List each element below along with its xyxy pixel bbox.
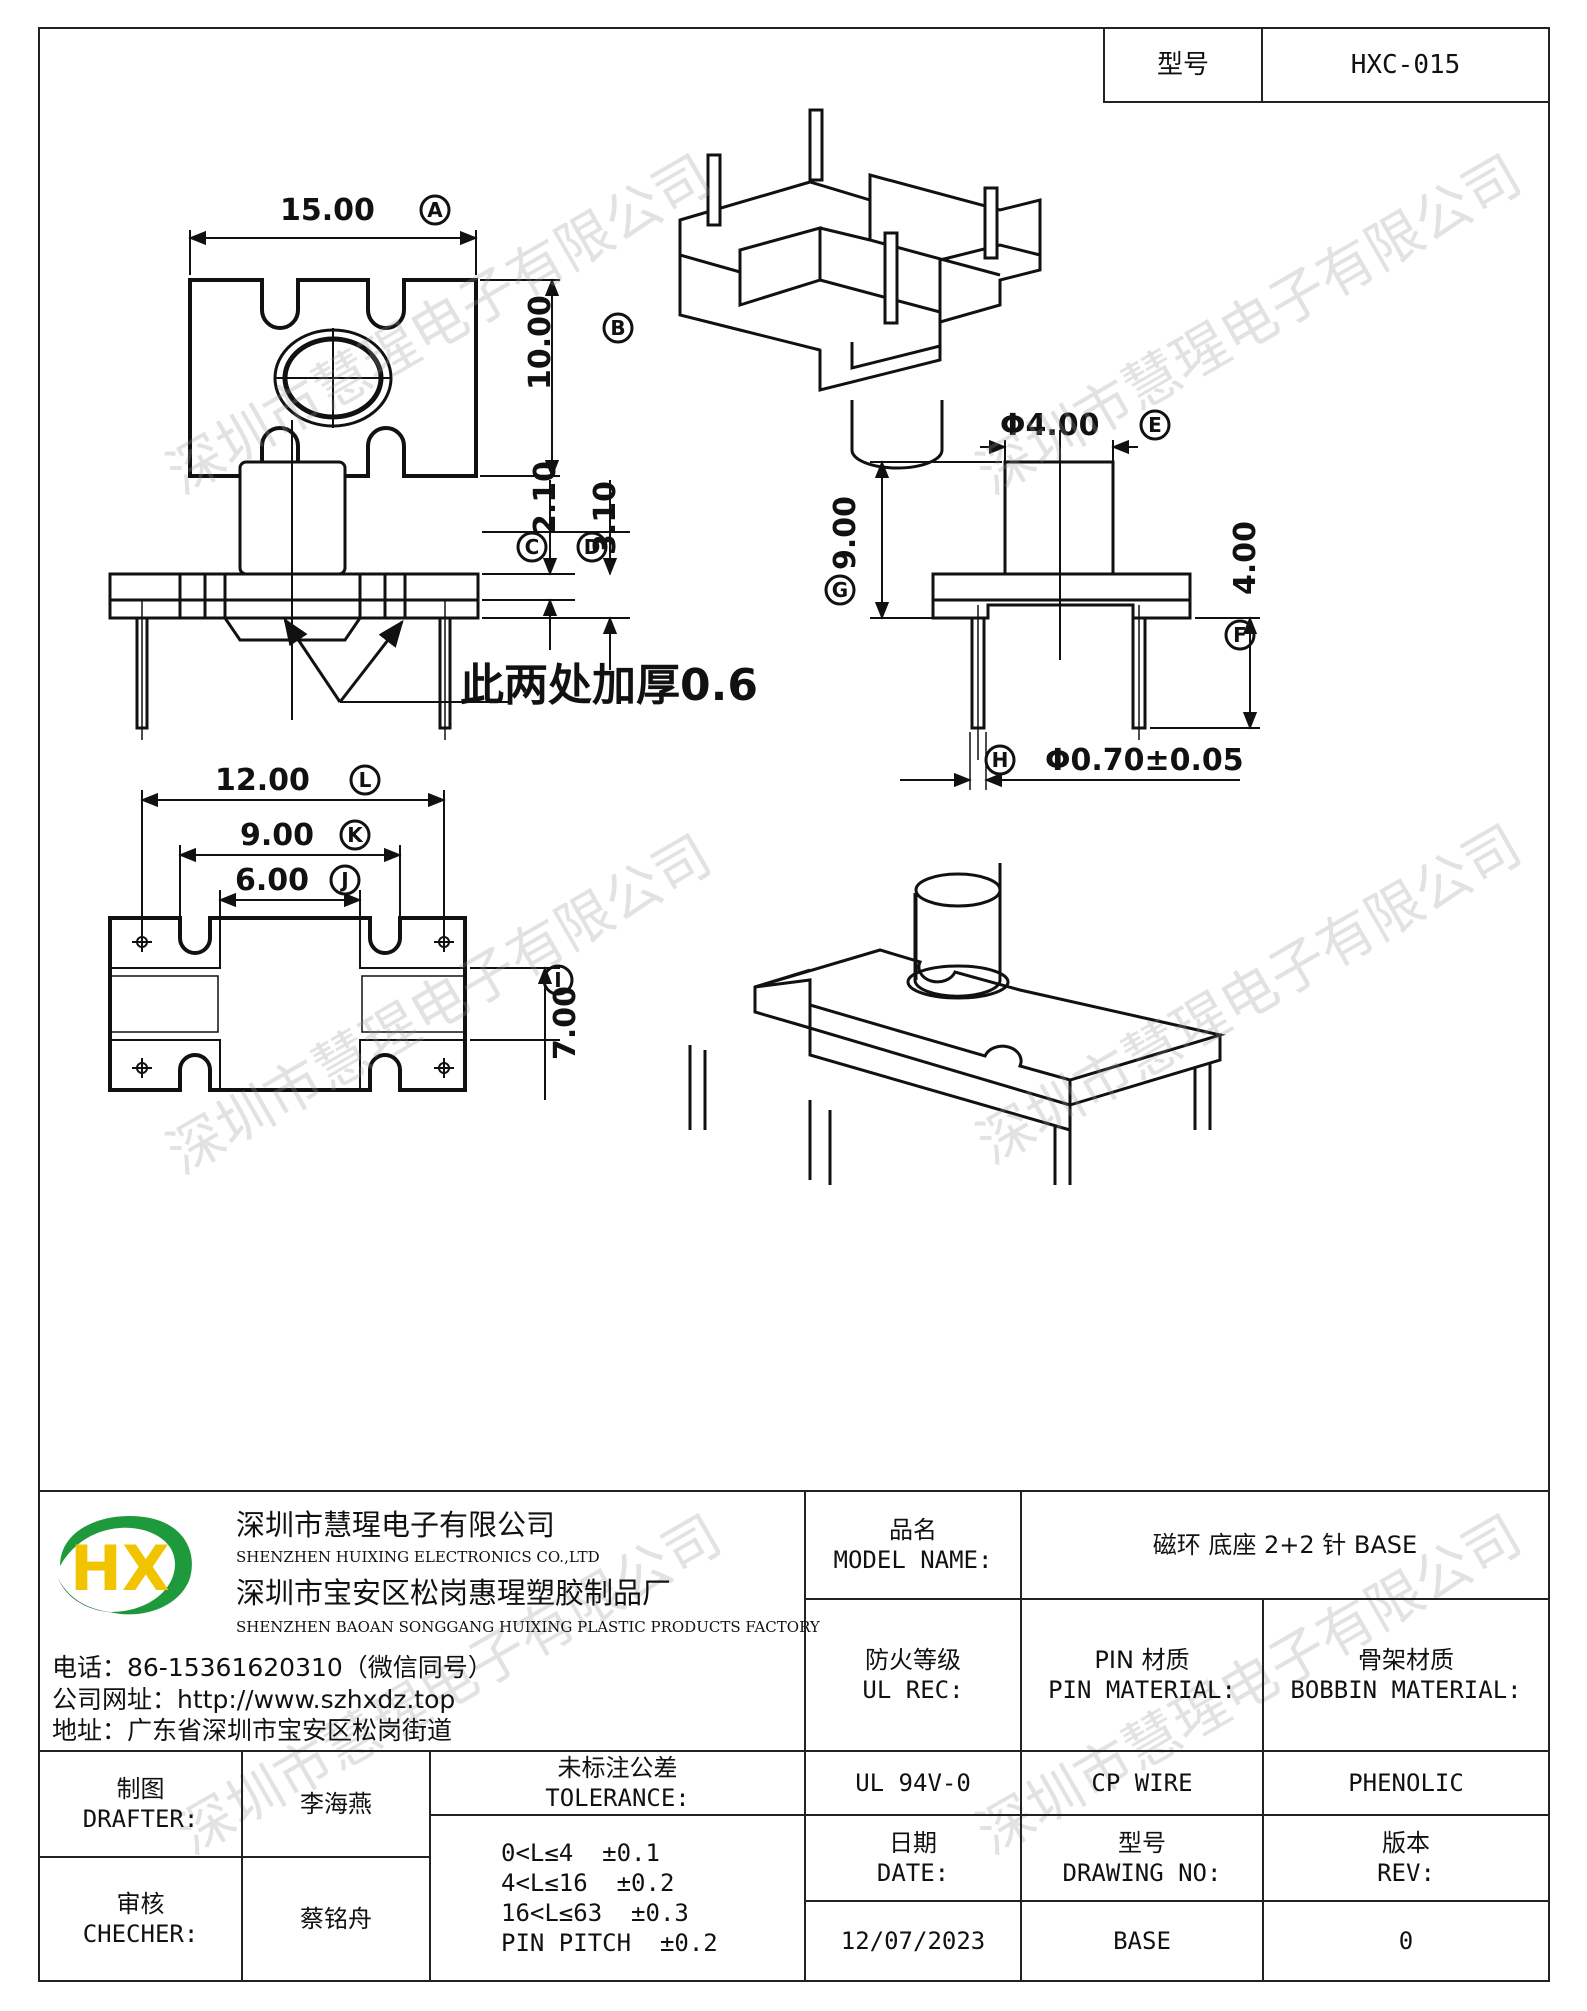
dim-h-value: Φ0.70±0.05 (1045, 743, 1244, 778)
svg-text:B: B (610, 316, 625, 340)
dim-b-value: 10.00 (523, 295, 558, 390)
tolerance-table: 0<L≤4 ±0.1 4<L≤16 ±0.2 16<L≤63 ±0.3 PIN … (429, 1814, 806, 1982)
header-model-value: HXC-015 (1261, 27, 1550, 103)
tolerance-line: PIN PITCH ±0.2 (501, 1929, 718, 1957)
dim-c-value: 2.10 (528, 461, 563, 535)
marker-d: D (576, 531, 608, 563)
title-block-top-rule (38, 1490, 1550, 1492)
factory-name-en: SHENZHEN BAOAN SONGGANG HUIXING PLASTIC … (236, 1618, 820, 1636)
marker-c: C (516, 531, 548, 563)
dim-i-value: 7.00 (548, 986, 583, 1060)
dim-k-value: 9.00 (240, 818, 314, 853)
svg-text:J: J (339, 868, 348, 892)
pin-material-value: CP WIRE (1020, 1750, 1264, 1816)
rev-label: 版本 REV: (1262, 1814, 1550, 1902)
side-view (870, 430, 1260, 790)
svg-text:A: A (427, 198, 443, 222)
marker-j: J (329, 864, 361, 896)
front-view (108, 420, 630, 740)
svg-text:D: D (584, 535, 601, 559)
dim-j-value: 6.00 (235, 863, 309, 898)
company-website: 公司网址：http://www.szhxdz.top (52, 1685, 456, 1714)
model-name-value: 磁环 底座 2+2 针 BASE (1020, 1490, 1550, 1600)
header-model-label: 型号 (1103, 27, 1263, 103)
marker-f: F (1224, 619, 1256, 651)
svg-text:H: H (992, 748, 1009, 772)
company-name-en: SHENZHEN HUIXING ELECTRONICS CO.,LTD (236, 1548, 600, 1566)
drawing-no-label: 型号 DRAWING NO: (1020, 1814, 1264, 1902)
svg-text:G: G (832, 578, 848, 602)
dim-g-value: 9.00 (828, 496, 863, 570)
isometric-view-bottom (688, 863, 1226, 1185)
checker-value: 蔡铭舟 (241, 1856, 431, 1982)
top-view (188, 230, 560, 478)
svg-text:E: E (1148, 413, 1162, 437)
tolerance-line: 4<L≤16 ±0.2 (501, 1869, 675, 1897)
svg-text:I: I (554, 968, 561, 992)
date-label: 日期 DATE: (804, 1814, 1022, 1902)
factory-name-cn: 深圳市宝安区松岗惠瑆塑胶制品厂 (236, 1576, 672, 1610)
bobbin-material-value: PHENOLIC (1262, 1750, 1550, 1816)
dim-a-value: 15.00 (280, 193, 375, 228)
company-phone: 电话：86-15361620310（微信同号） (52, 1653, 493, 1682)
rev-value: 0 (1262, 1900, 1550, 1982)
marker-a: A (419, 194, 451, 226)
checker-label: 审核 CHECHER: (38, 1856, 243, 1982)
marker-k: K (339, 819, 371, 851)
dim-l-value: 12.00 (215, 763, 310, 798)
tolerance-label: 未标注公差 TOLERANCE: (429, 1750, 806, 1816)
ul-rec-label: 防火等级 UL REC: (804, 1598, 1022, 1752)
model-name-label: 品名 MODEL NAME: (804, 1490, 1022, 1600)
thickening-note: 此两处加厚0.6 (460, 660, 758, 711)
date-value: 12/07/2023 (804, 1900, 1022, 1982)
marker-h: H (984, 744, 1016, 776)
drafter-label: 制图 DRAFTER: (38, 1750, 243, 1858)
bobbin-material-label: 骨架材质 BOBBIN MATERIAL: (1262, 1598, 1550, 1752)
dim-e-value: Φ4.00 (1000, 408, 1100, 443)
marker-l: L (349, 764, 381, 796)
dim-f-value: 4.00 (1228, 521, 1263, 595)
company-logo: HX (58, 1516, 192, 1615)
ul-rec-value: UL 94V-0 (804, 1750, 1022, 1816)
technical-drawing: 15.00 10.00 2.10 3.10 Φ4.00 4.00 9.00 Φ0… (108, 108, 1263, 1185)
company-name-cn: 深圳市慧瑆电子有限公司 (236, 1508, 556, 1542)
svg-text:C: C (525, 535, 540, 559)
marker-g: G (824, 574, 856, 606)
company-panel: HX 深圳市慧瑆电子有限公司 SHENZHEN HUIXING ELECTRON… (38, 1490, 820, 1752)
marker-e: E (1139, 409, 1171, 441)
svg-text:F: F (1233, 623, 1247, 647)
drafter-value: 李海燕 (241, 1750, 431, 1858)
svg-text:HX: HX (70, 1532, 170, 1605)
bottom-view (108, 790, 560, 1100)
marker-i: I (542, 964, 574, 996)
svg-text:L: L (359, 768, 372, 792)
marker-b: B (602, 312, 634, 344)
tolerance-line: 0<L≤4 ±0.1 (501, 1839, 660, 1867)
company-address: 地址：广东省深圳市宝安区松岗街道 (52, 1716, 453, 1745)
drawing-no-value: BASE (1020, 1900, 1264, 1982)
svg-text:K: K (347, 823, 364, 847)
pin-material-label: PIN 材质 PIN MATERIAL: (1020, 1598, 1264, 1752)
tolerance-line: 16<L≤63 ±0.3 (501, 1899, 689, 1927)
isometric-view-top (678, 108, 1042, 470)
